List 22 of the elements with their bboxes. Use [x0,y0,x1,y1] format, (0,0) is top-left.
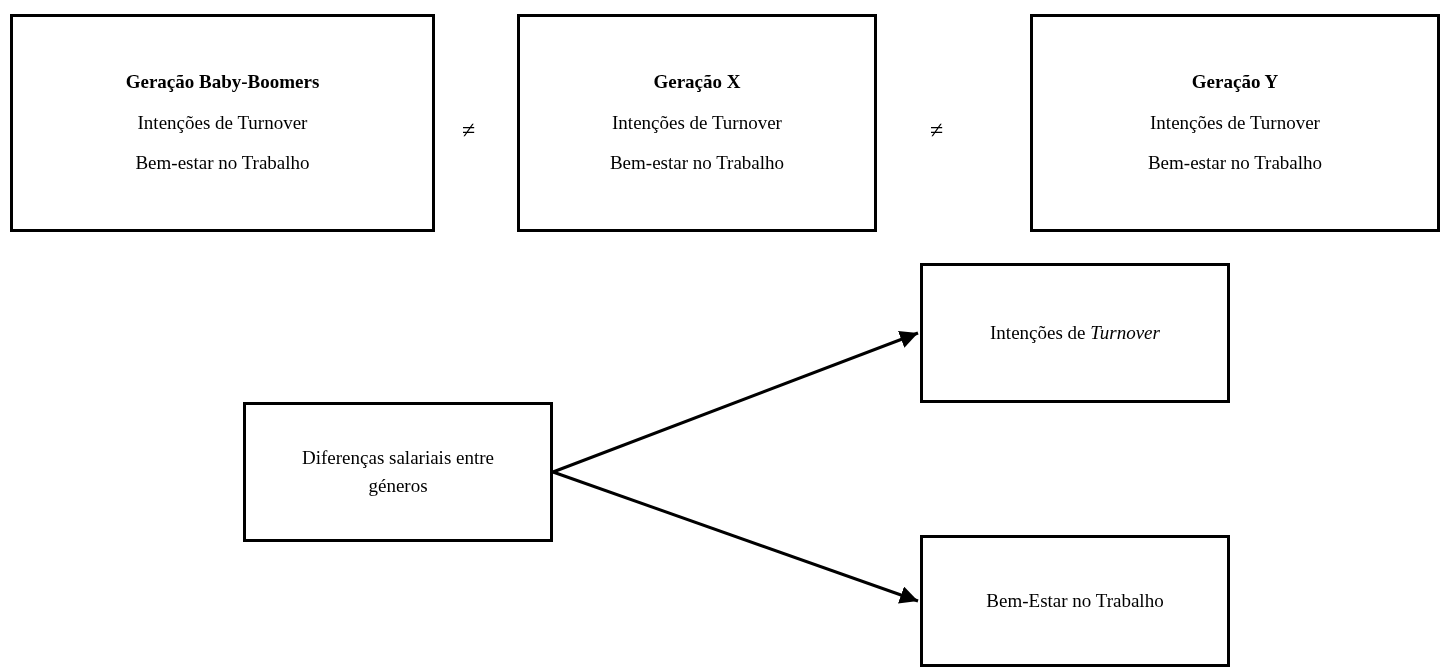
box-heading: Geração Y [1191,70,1279,95]
box-text: Bem-estar no Trabalho [609,151,785,176]
box-heading: Geração Baby-Boomers [125,70,320,95]
box-text: Bem-estar no Trabalho [135,151,310,176]
not-equal-sign: ≠ [462,116,476,145]
box-heading: Geração X [653,70,741,95]
box-text: Diferenças salariais entre géneros [302,446,494,498]
generation-box [10,14,435,232]
box-text: Intenções de Turnover [612,110,782,135]
box-text: Intenções de Turnover [990,321,1160,346]
arrow [552,470,919,604]
concept-box [920,535,1230,667]
concept-box [243,402,553,542]
box-text: Intenções de Turnover [1150,110,1320,135]
generation-box [517,14,877,232]
generation-box [1030,14,1440,232]
not-equal-sign: ≠ [930,116,944,145]
box-text: Intenções de Turnover [137,110,308,135]
box-text: Bem-estar no Trabalho [1147,151,1323,176]
box-text: Bem-Estar no Trabalho [986,589,1164,614]
arrow [552,331,919,474]
concept-box [920,263,1230,403]
